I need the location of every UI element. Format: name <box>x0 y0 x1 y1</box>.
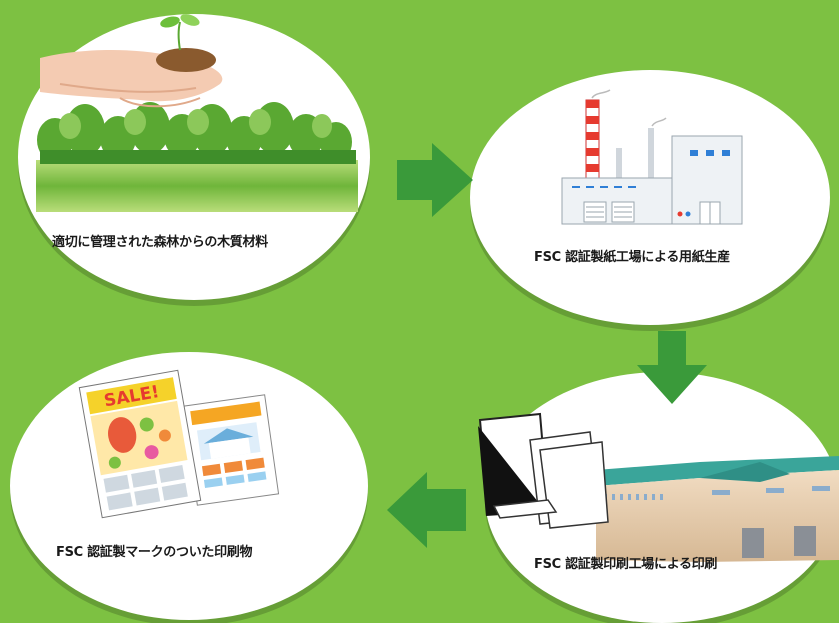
step-print-factory-label: FSC 認証製印刷工場による印刷 <box>534 557 718 572</box>
paper-mill-icon <box>561 89 743 225</box>
arrow-left <box>387 472 466 548</box>
arrow-down <box>637 331 707 404</box>
print-factory-icon <box>478 412 839 562</box>
step-printed-matter-label: FSC 認証製マークのついた印刷物 <box>56 545 253 560</box>
printed-matter-icon: SALE! <box>78 369 280 519</box>
arrow-right <box>397 143 473 217</box>
step-forest-label: 適切に管理された森林からの木質材料 <box>52 235 268 250</box>
forest-icon <box>36 14 358 212</box>
step-paper-mill-label: FSC 認証製紙工場による用紙生産 <box>534 250 730 265</box>
